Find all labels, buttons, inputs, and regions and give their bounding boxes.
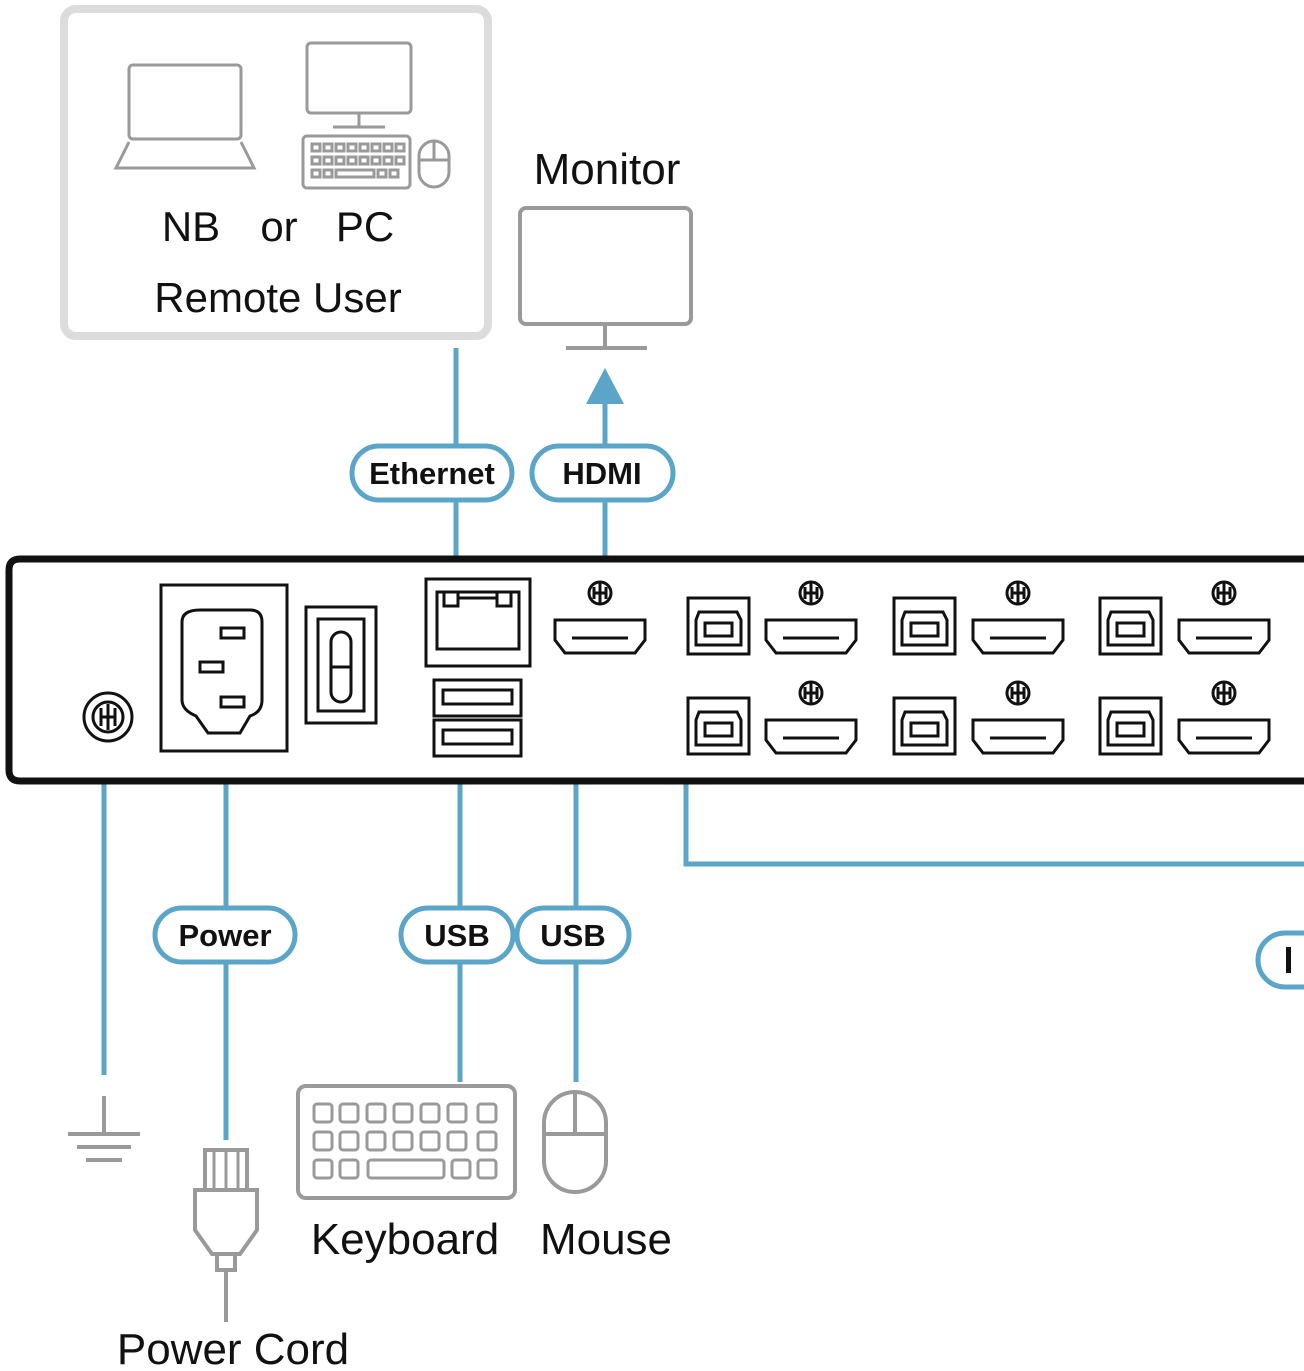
monitor-label: Monitor xyxy=(534,145,681,194)
power-pill: Power xyxy=(152,905,298,965)
hdmi-port-icon xyxy=(1177,618,1271,655)
console-hdmi-port xyxy=(553,580,647,655)
screw-icon xyxy=(1211,580,1237,606)
ground-icon xyxy=(68,1096,140,1162)
usb-a-ports xyxy=(432,678,523,758)
usb-b-port-icon xyxy=(686,696,751,756)
remote-user-box: NB or PC Remote User xyxy=(60,5,492,340)
pc-mouse-icon xyxy=(417,139,451,189)
hdmi-arrow xyxy=(586,368,624,404)
laptop-icon xyxy=(113,63,257,170)
ac-inlet-icon xyxy=(159,583,289,753)
ethernet-pill: Ethernet xyxy=(349,443,515,503)
mouse-label: Mouse xyxy=(540,1215,672,1264)
screw-icon xyxy=(1005,680,1031,706)
hdmi-port-icon xyxy=(553,618,647,655)
remote-user-caption: Remote User xyxy=(154,274,401,321)
rj45-port-icon xyxy=(424,577,532,668)
usb-mouse-pill: USB xyxy=(514,905,632,965)
screw-icon xyxy=(798,580,824,606)
hdmi-port-icon xyxy=(971,618,1065,655)
monitor-icon xyxy=(518,206,693,350)
screw-icon xyxy=(798,680,824,706)
usb-b-port-icon xyxy=(686,596,751,656)
usb-computer-cable xyxy=(683,764,1304,867)
usb-a-port-icon xyxy=(432,718,523,758)
usb-b-port-icon xyxy=(1098,696,1163,756)
hdmi-port-icon xyxy=(971,718,1065,755)
kvm-rear-panel xyxy=(5,555,1304,785)
cutoff-pill xyxy=(1255,930,1304,990)
usb-keyboard-pill: USB xyxy=(398,905,516,965)
or-label: or xyxy=(260,203,297,250)
usb-b-port-icon xyxy=(892,696,957,756)
hdmi-pill: HDMI xyxy=(529,443,676,503)
usb-keyboard-label: USB xyxy=(424,918,489,953)
desktop-pc-icon xyxy=(301,41,451,190)
computer-port-5 xyxy=(892,680,1065,756)
screw-icon xyxy=(1211,680,1237,706)
hdmi-port-icon xyxy=(764,618,858,655)
keyboard-icon xyxy=(296,1084,517,1200)
computer-port-4 xyxy=(686,680,858,756)
mouse-icon xyxy=(542,1090,608,1194)
keyboard-label: Keyboard xyxy=(311,1215,499,1264)
power-label: Power xyxy=(178,918,271,953)
hdmi-port-icon xyxy=(1177,718,1271,755)
screw-icon xyxy=(587,580,613,606)
computer-port-3 xyxy=(1098,580,1271,656)
usb-a-port-icon xyxy=(432,678,523,718)
hdmi-label: HDMI xyxy=(562,456,641,491)
power-switch-icon xyxy=(304,605,378,725)
computer-port-6 xyxy=(1098,680,1271,756)
usb-b-port-icon xyxy=(1098,596,1163,656)
hdmi-port-icon xyxy=(764,718,858,755)
screw-icon xyxy=(1005,580,1031,606)
ethernet-label: Ethernet xyxy=(369,456,495,491)
nb-label: NB xyxy=(162,203,220,250)
computer-port-2 xyxy=(892,580,1065,656)
computer-port-1 xyxy=(686,580,858,656)
power-cord-label: Power Cord xyxy=(117,1325,349,1371)
power-plug-icon xyxy=(193,1148,259,1322)
ground-screw-icon xyxy=(82,691,134,743)
usb-b-port-icon xyxy=(892,596,957,656)
pc-label: PC xyxy=(336,203,394,250)
usb-mouse-label: USB xyxy=(540,918,605,953)
